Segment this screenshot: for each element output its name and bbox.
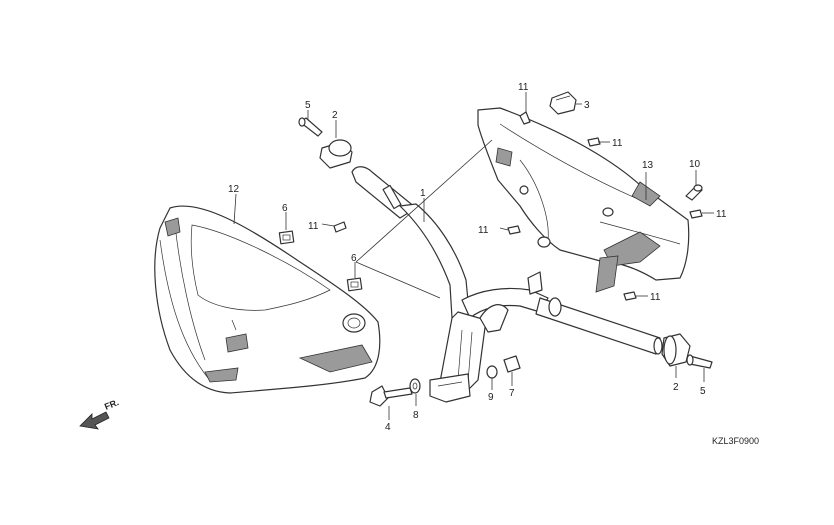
screw-part-5-left <box>298 117 323 137</box>
nut-part-7 <box>503 355 521 373</box>
callout-part-2-left: 2 <box>332 110 338 121</box>
callout-part-2-right: 2 <box>673 382 679 393</box>
clip-part-6-b <box>346 277 363 292</box>
callout-part-11-lower: 11 <box>478 225 489 236</box>
handlebar-part-1 <box>351 166 663 403</box>
callout-part-11-mid: 11 <box>612 138 623 149</box>
screw-part-11-lower <box>507 225 521 235</box>
callout-part-11-bottom: 11 <box>650 292 661 303</box>
callout-part-3: 3 <box>584 100 590 111</box>
cover-cap-part-3 <box>549 91 577 115</box>
callout-part-11-left: 11 <box>308 221 319 232</box>
bolt-part-4 <box>369 385 413 407</box>
front-direction-label: FR. <box>103 397 120 412</box>
diagram-code: KZL3F0900 <box>712 436 759 446</box>
callout-part-9: 9 <box>488 392 494 403</box>
callout-part-6-top: 6 <box>282 203 288 214</box>
callout-part-12: 12 <box>228 184 240 195</box>
callout-part-13: 13 <box>642 160 654 171</box>
screw-part-11-mid <box>587 137 601 147</box>
front-direction-arrow-icon <box>79 411 110 430</box>
washer-part-8 <box>409 378 421 394</box>
callout-part-10: 10 <box>689 159 701 170</box>
screw-part-11-bottom <box>623 291 637 301</box>
handlebar-weight-part-2-left <box>319 139 353 169</box>
leader-lines <box>233 92 714 420</box>
screw-part-11-top <box>519 111 531 125</box>
screw-part-10 <box>685 184 703 201</box>
screw-part-11-left <box>333 221 347 233</box>
callout-part-5-left: 5 <box>305 100 311 111</box>
callout-part-11-top: 11 <box>518 82 529 93</box>
screw-part-5-right <box>686 354 713 369</box>
callout-part-4: 4 <box>385 422 391 433</box>
callout-part-6-bottom: 6 <box>351 253 357 264</box>
clip-part-6-a <box>278 230 295 245</box>
callout-part-8: 8 <box>413 410 419 421</box>
rear-handlebar-cover-part-13 <box>477 107 690 293</box>
callout-part-7: 7 <box>509 388 515 399</box>
callout-part-1: 1 <box>420 188 426 199</box>
nut-part-9 <box>486 365 498 379</box>
callout-part-11-right: 11 <box>716 209 727 220</box>
callout-part-5-right: 5 <box>700 386 706 397</box>
handlebar-weight-part-2-right <box>661 333 691 367</box>
screw-part-11-right <box>689 209 703 219</box>
front-handlebar-cover-part-12 <box>154 205 381 394</box>
